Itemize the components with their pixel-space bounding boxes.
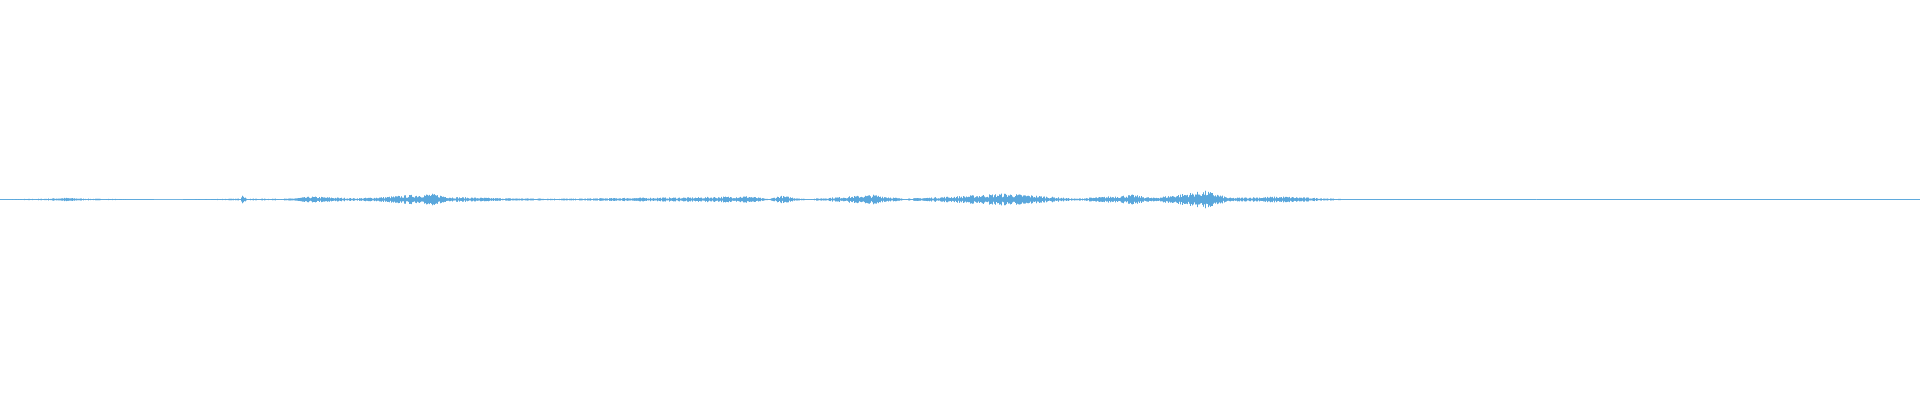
waveform-peaks xyxy=(0,190,1920,209)
waveform-peak-path xyxy=(0,190,1920,209)
